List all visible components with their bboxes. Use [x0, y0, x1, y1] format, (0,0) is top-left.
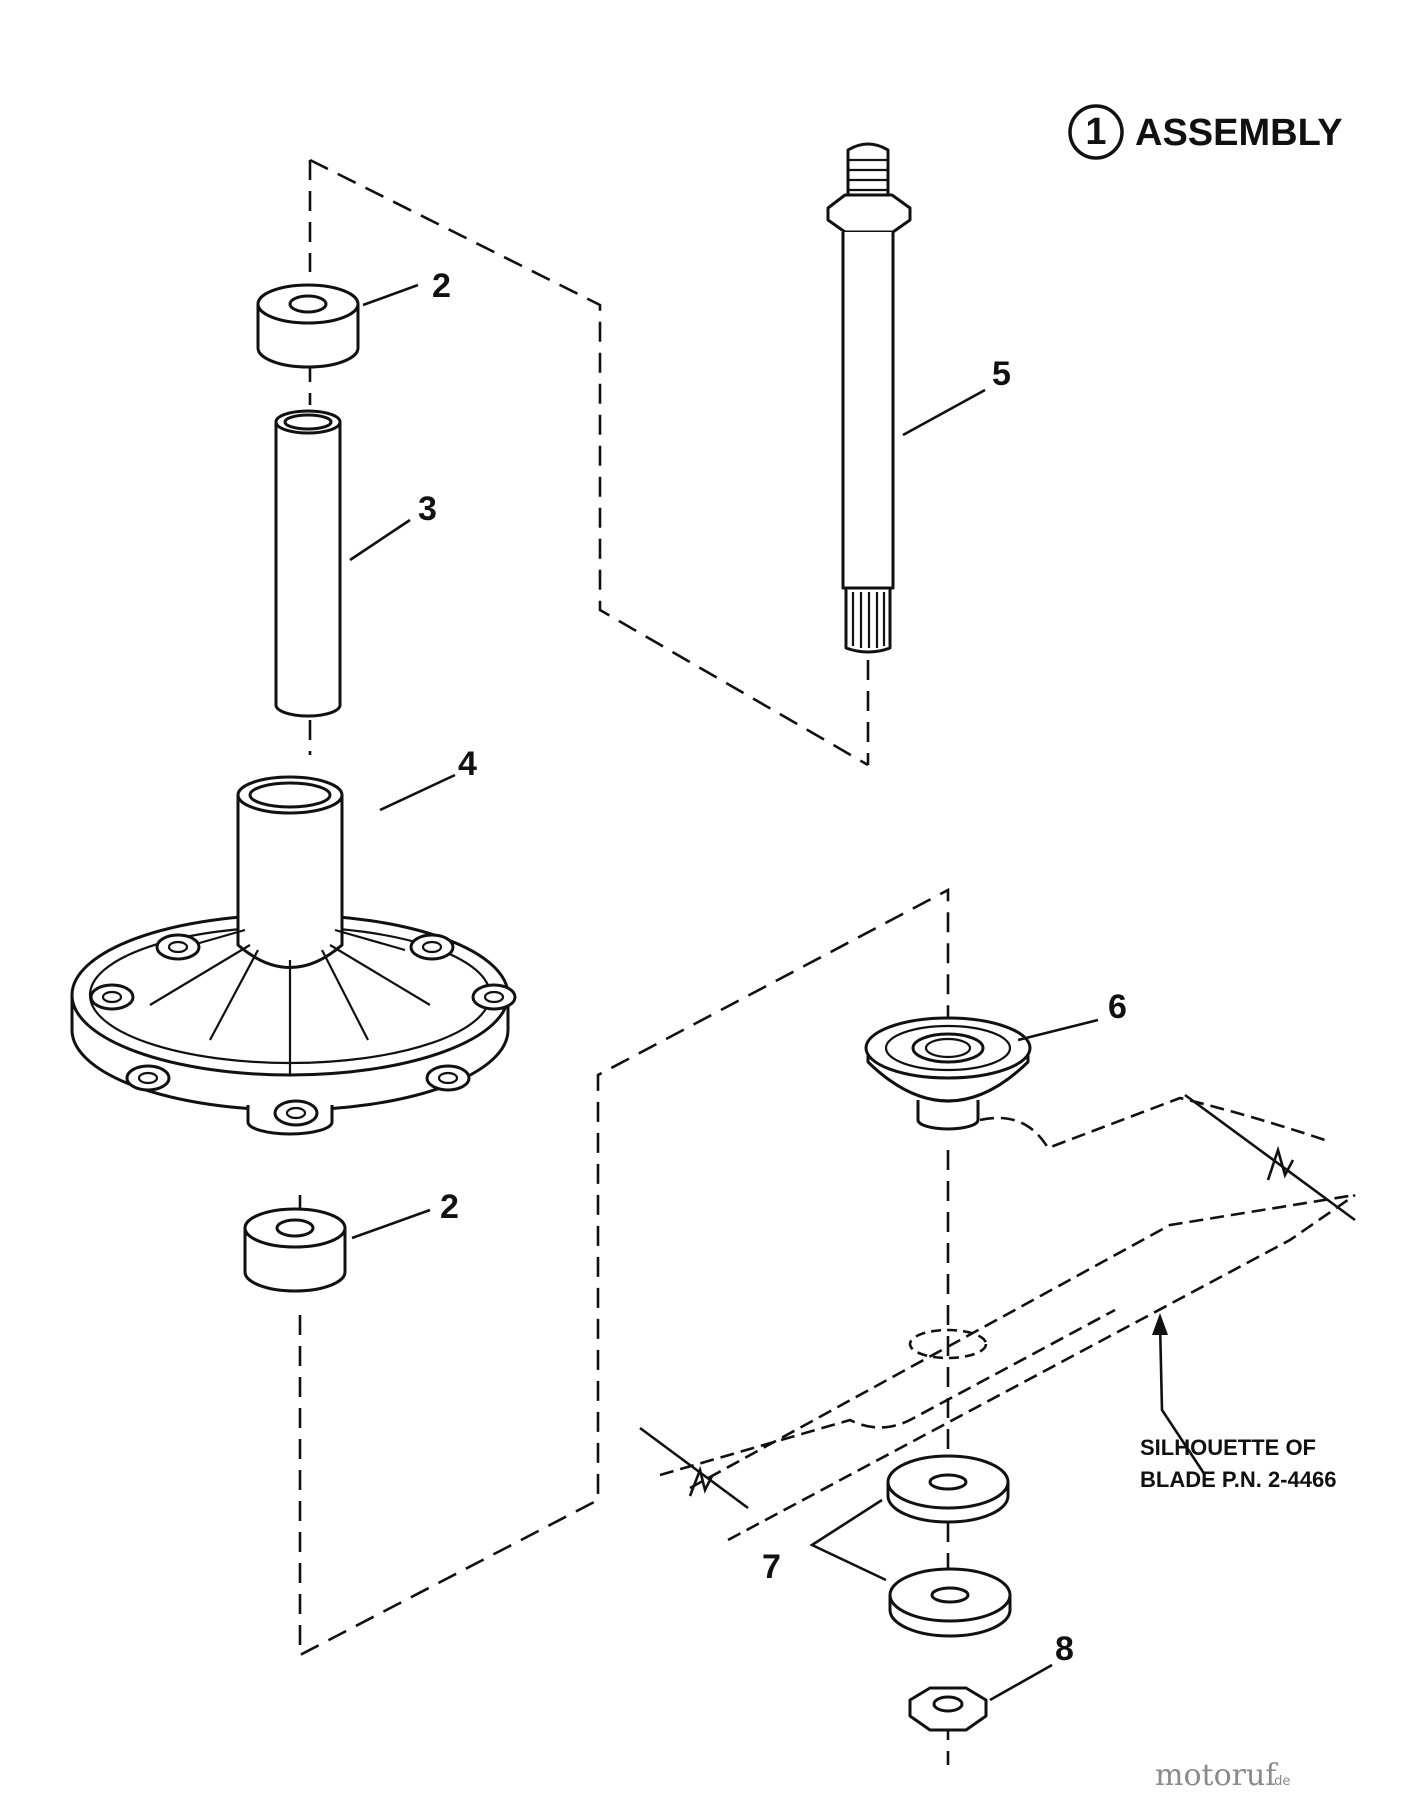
- part-3-tube: [274, 409, 342, 718]
- part-5-spindle-shaft: [826, 142, 912, 654]
- callout-part-3: 3: [418, 490, 437, 528]
- part-7-washers: [886, 1454, 1012, 1638]
- assembly-number-circle: [1068, 104, 1124, 160]
- blade-note: SILHOUETTE OF BLADE P.N. 2-4466: [1140, 1435, 1336, 1492]
- callout-part-2-lower: 2: [440, 1188, 459, 1226]
- housing-bolt-bosses: [89, 933, 517, 1127]
- watermark-text: motoruf: [1155, 1758, 1278, 1793]
- callout-part-7: 7: [762, 1548, 781, 1586]
- part-8-hex-nut: [908, 1686, 988, 1732]
- callout-part-2-upper: 2: [432, 267, 451, 305]
- watermark: motoruf .de: [1155, 1758, 1290, 1793]
- blade-note-line-1: SILHOUETTE OF: [1140, 1435, 1316, 1460]
- blade-silhouette: [639, 1093, 1356, 1542]
- blade-note-line-2: BLADE P.N. 2-4466: [1140, 1467, 1336, 1492]
- callout-part-8: 8: [1055, 1630, 1074, 1668]
- callout-part-5: 5: [992, 355, 1011, 393]
- callout-numbers: 2 3 4 5 2 6 7 8: [418, 267, 1127, 1668]
- part-2-upper-spacer: [256, 283, 360, 369]
- part-6-bearing-hub: [864, 1016, 1032, 1131]
- watermark-suffix: .de: [1270, 1774, 1290, 1789]
- assembly-title-text: ASSEMBLY: [1135, 112, 1343, 154]
- assembly-title: 1 ASSEMBLY: [1068, 104, 1343, 160]
- assembly-number: 1: [1085, 111, 1106, 153]
- part-4-spindle-housing: [70, 775, 517, 1136]
- part-2-lower-spacer: [243, 1207, 347, 1293]
- callout-part-4: 4: [458, 745, 477, 783]
- leader-lines: [349, 283, 1207, 1702]
- assembly-dashed-lines: [298, 158, 950, 1765]
- callout-part-6: 6: [1108, 988, 1127, 1026]
